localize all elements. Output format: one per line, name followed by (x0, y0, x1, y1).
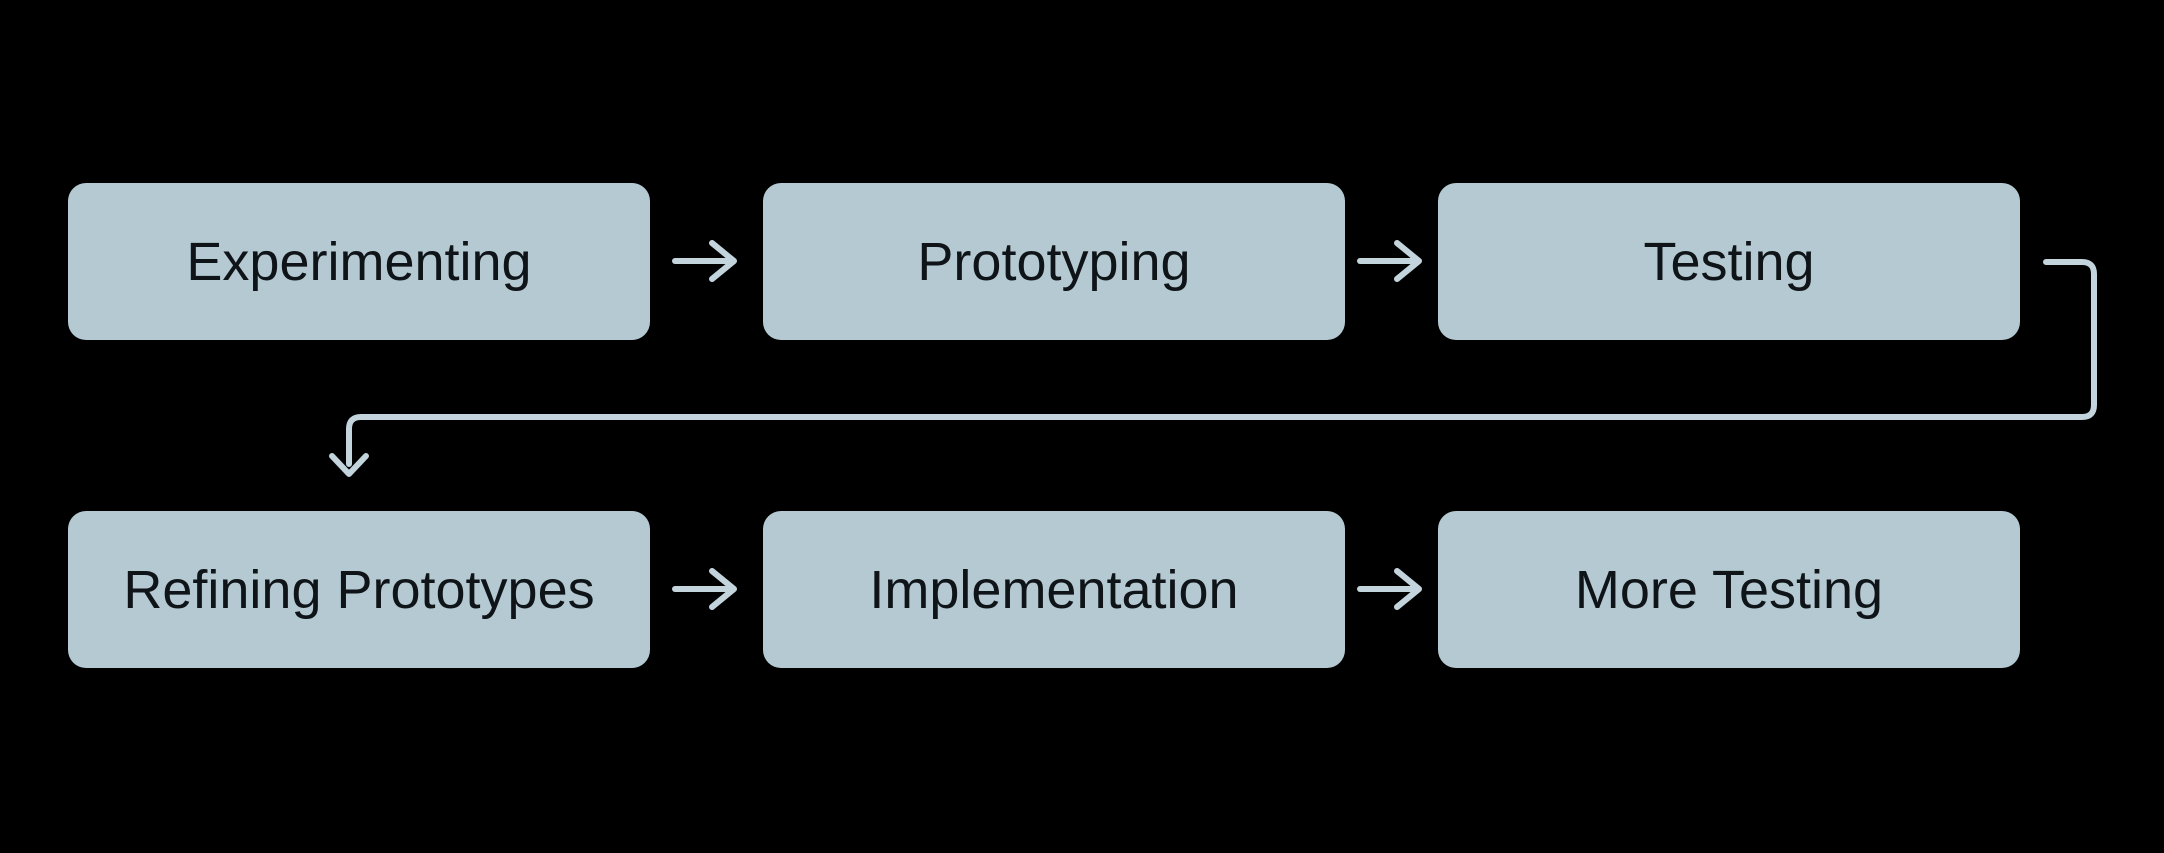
arrow-right-icon (1357, 240, 1422, 282)
flow-node-implementation: Implementation (763, 511, 1345, 668)
node-label: Prototyping (917, 231, 1191, 292)
node-label: Experimenting (186, 231, 532, 292)
flow-node-prototyping: Prototyping (763, 183, 1345, 340)
node-label: More Testing (1574, 559, 1884, 620)
flow-node-experimenting: Experimenting (68, 183, 650, 340)
node-label: Testing (1643, 231, 1815, 292)
arrow-right-icon (1357, 568, 1422, 610)
flow-node-refining-prototypes: Refining Prototypes (68, 511, 650, 668)
loop-arrow-head (329, 453, 369, 477)
arrow-right-icon (672, 240, 737, 282)
flow-node-testing: Testing (1438, 183, 2020, 340)
arrow-right-icon (672, 568, 737, 610)
node-label: Refining Prototypes (123, 559, 595, 620)
flow-node-more-testing: More Testing (1438, 511, 2020, 668)
node-label: Implementation (869, 559, 1239, 620)
